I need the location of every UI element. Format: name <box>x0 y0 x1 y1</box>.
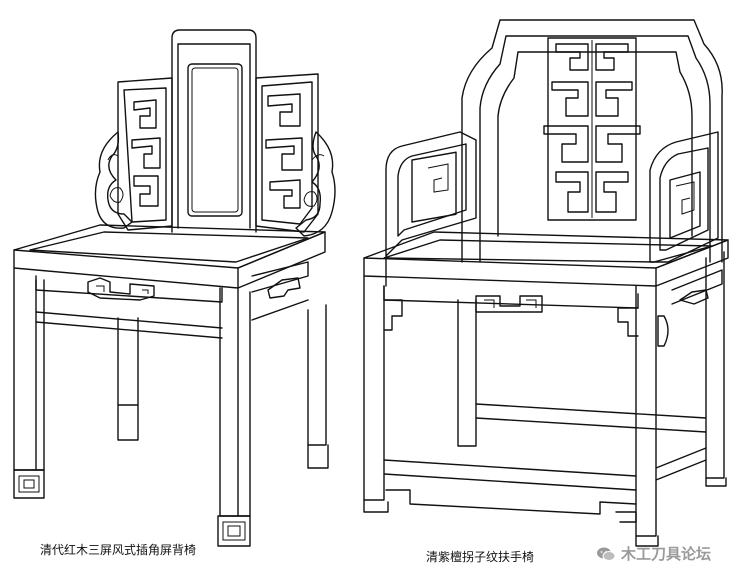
left-back-leg-foot <box>307 444 329 469</box>
watermark-text: 木工刀具论坛 <box>621 545 712 563</box>
left-carved-bracket-left <box>94 131 133 229</box>
wechat-icon <box>597 547 616 561</box>
right-fretwork-splat <box>543 37 641 221</box>
left-seat <box>13 224 326 289</box>
right-chair-drawing <box>363 19 729 547</box>
right-stretchers <box>363 403 727 547</box>
left-center-back-panel <box>171 29 257 233</box>
right-apron <box>383 269 723 347</box>
left-carved-bracket-right <box>295 131 336 237</box>
left-back-legs <box>117 304 327 446</box>
left-chair-drawing <box>13 29 336 547</box>
left-front-leg-right <box>217 287 251 547</box>
right-back-frame <box>461 19 723 263</box>
caption-left-chair: 清代红木三屏风式插角屏背椅 <box>40 543 197 557</box>
watermark: 木工刀具论坛 <box>596 543 711 564</box>
caption-right-chair: 清紫檀拐子纹扶手椅 <box>426 550 535 564</box>
left-side-screen-left <box>117 77 173 231</box>
left-front-leg-left <box>13 267 45 499</box>
right-seat <box>363 231 729 287</box>
right-legs <box>363 251 725 537</box>
left-side-screen-right <box>255 73 319 233</box>
right-arm-left <box>385 131 477 257</box>
right-arm-right <box>649 131 719 263</box>
